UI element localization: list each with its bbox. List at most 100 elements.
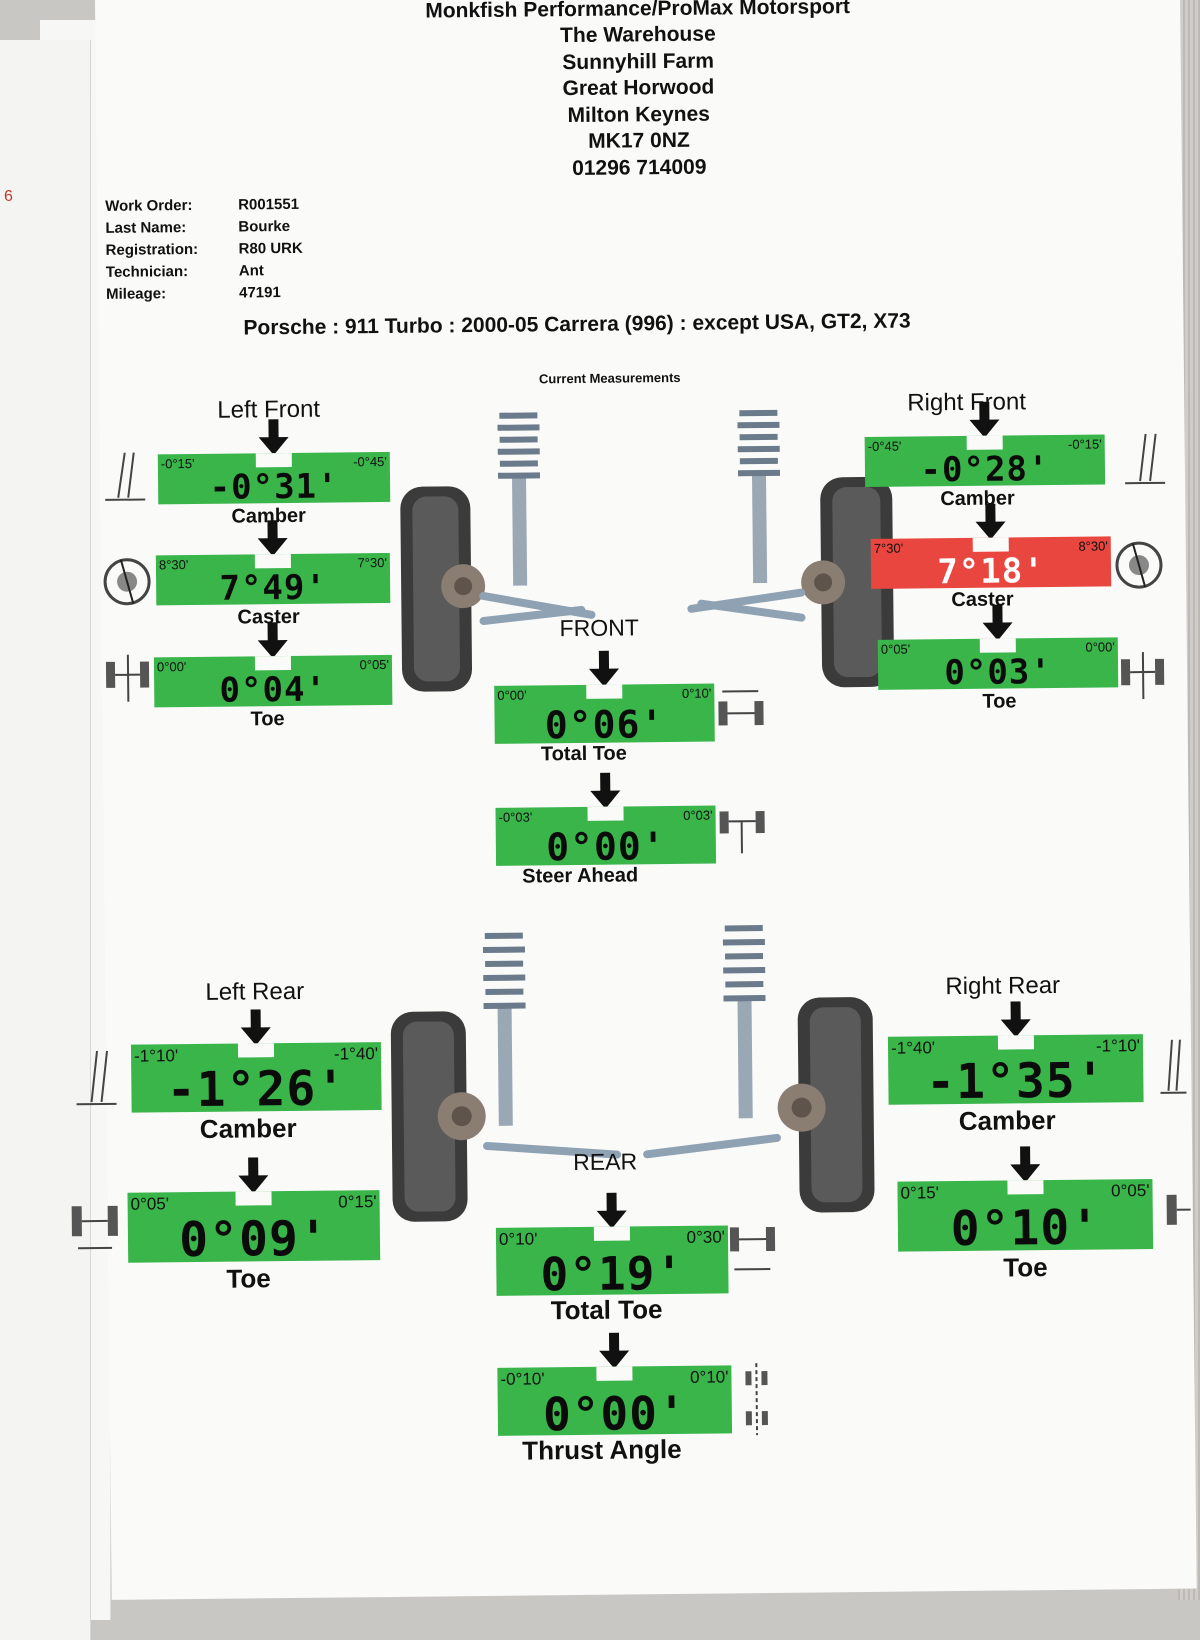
indicator-arrow-icon (596, 1192, 627, 1229)
camber-diagram-icon (1160, 1039, 1187, 1094)
measured-value: 0°06' (544, 702, 665, 748)
side-mark: 6 (4, 188, 13, 205)
center-notch (235, 1191, 272, 1206)
measured-value: 0°00' (545, 824, 666, 870)
report-header: Monkfish Performance/ProMax Motorsport T… (95, 0, 1182, 187)
center-notch (979, 638, 1016, 653)
indicator-arrow-icon (589, 650, 620, 687)
rr-camber-gauge: -1°40'-1°10'-1°35' (887, 1034, 1144, 1110)
indicator-arrow-icon (258, 419, 289, 456)
mileage-label: Mileage: (105, 285, 167, 303)
lr-camber-label: Camber (199, 1112, 297, 1144)
current-measurements-title: Current Measurements (538, 369, 681, 387)
toe-diagram-icon (71, 1205, 118, 1250)
center-notch (593, 1226, 631, 1241)
job-info: Work Order: R001551 Last Name: Bourke Regi… (105, 196, 303, 308)
indicator-arrow-icon (599, 1332, 630, 1369)
thrust-angle-label: Thrust Angle (522, 1433, 682, 1466)
caster-wheel-icon (1115, 541, 1163, 589)
indicator-arrow-icon (257, 622, 288, 659)
registration-value: R80 URK (238, 239, 303, 258)
thrust-angle-gauge: -0°10'0°10'0°00' (497, 1365, 733, 1441)
center-notch (254, 655, 292, 671)
technician-label: Technician: (105, 263, 189, 281)
measured-value: -1°35' (925, 1052, 1106, 1111)
front-total-toe-label: Total Toe (540, 742, 627, 766)
center-notch (254, 553, 291, 569)
measured-value: 0°09' (178, 1210, 330, 1269)
rear-suspension-illustration (390, 925, 875, 1222)
vehicle-description: Porsche : 911 Turbo : 2000-05 Carrera (9… (243, 309, 911, 340)
measured-value: -1°26' (166, 1060, 347, 1119)
rr-toe-label: Toe (1003, 1252, 1048, 1283)
measured-value: -0°31' (209, 466, 339, 508)
upper-limit-value: 0°10' (681, 685, 712, 701)
front-suspension-illustration (400, 409, 895, 692)
total-toe-diagram-icon (718, 690, 764, 726)
right-rear-title: Right Rear (945, 971, 1061, 1001)
camber-diagram-icon (1125, 433, 1166, 485)
total-toe-diagram-icon (729, 1226, 776, 1271)
thrust-angle-diagram-icon (745, 1363, 768, 1436)
rr-toe-gauge: 0°15'0°05'0°10' (897, 1178, 1154, 1257)
rf-caster-gauge: 7°30'8°30'7°18' (870, 536, 1112, 592)
lf-camber-gauge: -0°15'-0°45'-0°31' (157, 451, 391, 508)
lf-toe-gauge: 0°00'0°05'0°04' (153, 654, 393, 711)
upper-limit-value: 0°03' (683, 807, 713, 823)
lower-limit-value: -0°03' (498, 809, 533, 825)
rr-camber-label: Camber (958, 1105, 1056, 1137)
rear-title: REAR (573, 1148, 638, 1176)
camber-diagram-icon (105, 452, 146, 501)
measured-value: 0°03' (944, 652, 1052, 694)
camber-diagram-icon (76, 1050, 117, 1106)
rf-toe-gauge: 0°05'0°00'0°03' (877, 637, 1119, 693)
measured-value: -0°28' (920, 449, 1050, 491)
center-notch (237, 1043, 275, 1058)
steer-ahead-gauge: -0°03' 0°03' 0°00' (495, 805, 717, 869)
measured-value: 0°04' (219, 669, 328, 711)
lr-toe-label: Toe (226, 1263, 271, 1294)
toe-diagram-icon (105, 654, 150, 702)
measured-value: 7°18' (937, 551, 1045, 593)
center-notch (586, 684, 623, 699)
lr-toe-gauge: 0°05'0°15'0°09' (127, 1190, 381, 1268)
measured-value: 0°19' (540, 1245, 685, 1302)
center-notch (966, 435, 1003, 450)
caster-wheel-icon (103, 558, 151, 606)
indicator-arrow-icon (969, 401, 1000, 438)
indicator-arrow-icon (975, 503, 1006, 540)
registration-label: Registration: (105, 240, 199, 259)
center-notch (587, 806, 624, 821)
rf-camber-gauge: -0°45'-0°15'-0°28' (864, 434, 1106, 490)
center-notch (255, 452, 292, 468)
indicator-arrow-icon (590, 772, 621, 809)
measured-value: 7°49' (219, 567, 328, 609)
mileage-value: 47191 (238, 284, 281, 302)
work-order-value: R001551 (238, 195, 300, 214)
rear-total-toe-gauge: 0°10'0°30'0°19' (495, 1225, 729, 1301)
measured-value: 0°10' (950, 1199, 1101, 1258)
indicator-arrow-icon (257, 520, 288, 557)
toe-diagram-icon (1120, 652, 1165, 700)
alignment-report-page: Monkfish Performance/ProMax Motorsport T… (71, 0, 1197, 1600)
last-name-value: Bourke (238, 217, 291, 236)
technician-value: Ant (238, 262, 264, 280)
front-total-toe-gauge: 0°00'0°10'0°06' (494, 683, 715, 747)
center-notch (596, 1366, 633, 1381)
underlying-sheet (0, 40, 91, 1640)
rear-total-toe-label: Total Toe (550, 1294, 663, 1326)
last-name-label: Last Name: (105, 219, 187, 237)
indicator-arrow-icon (238, 1157, 269, 1194)
steer-ahead-diagram-icon (719, 811, 765, 854)
work-order-label: Work Order: (105, 196, 193, 215)
lf-caster-gauge: 8°30'7°30'7°49' (155, 552, 391, 609)
left-rear-title: Left Rear (205, 977, 305, 1006)
center-notch (972, 537, 1009, 552)
rf-toe-label: Toe (982, 690, 1017, 713)
indicator-arrow-icon (240, 1009, 271, 1046)
measured-value: 0°00' (542, 1385, 687, 1442)
lr-camber-gauge: -1°10'-1°40'-1°26' (130, 1042, 382, 1118)
indicator-arrow-icon (982, 604, 1013, 641)
center-notch (1006, 1180, 1044, 1195)
lf-toe-label: Toe (250, 708, 285, 731)
